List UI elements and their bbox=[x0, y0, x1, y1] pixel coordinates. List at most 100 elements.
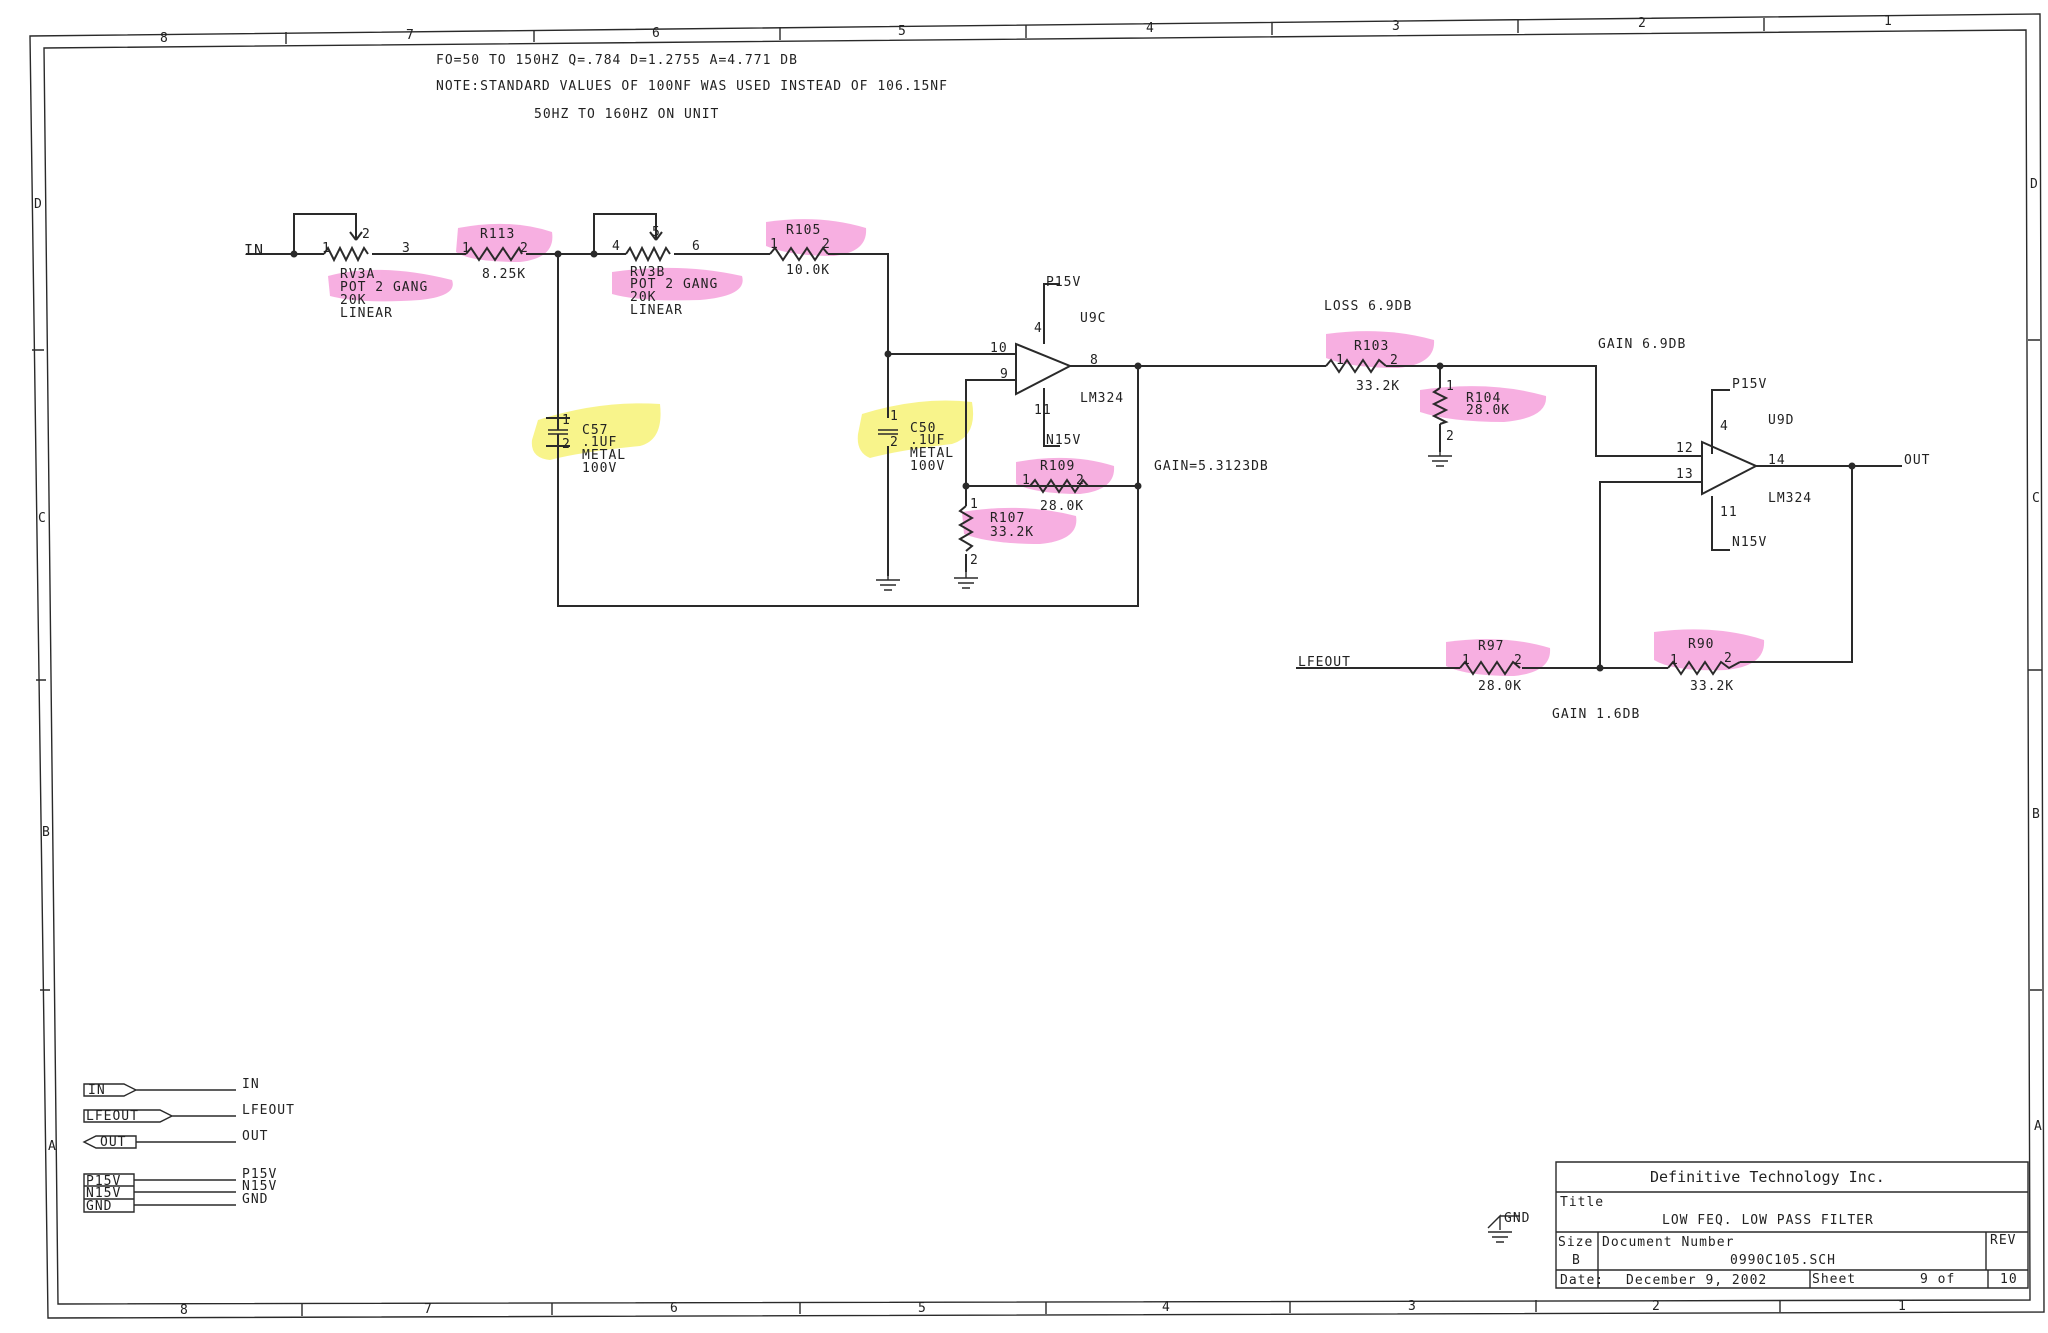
gain-annotation-3: GAIN 1.6DB bbox=[1552, 707, 1640, 722]
r97-resistor: R97 1 2 28.0K bbox=[1459, 639, 1522, 694]
ground-legend bbox=[1487, 1214, 1520, 1243]
u9c-part: LM324 bbox=[1080, 391, 1124, 406]
zone-bottom-3: 3 bbox=[1408, 1299, 1416, 1314]
highlight-c50 bbox=[857, 400, 974, 458]
r109-value: 28.0K bbox=[1040, 499, 1084, 514]
zone-top-8: 8 bbox=[160, 31, 168, 46]
u9c-pin-4: 4 bbox=[1034, 321, 1043, 336]
rv3b-desc: POT 2 GANG bbox=[630, 277, 718, 292]
r105-ref: R105 bbox=[786, 223, 821, 238]
u9d-pin-4: 4 bbox=[1720, 419, 1729, 434]
highlight-r113 bbox=[456, 223, 553, 262]
zone-labels-side: D C B A D C B A bbox=[34, 177, 2042, 1154]
r104-pin-1: 1 bbox=[1446, 379, 1455, 394]
u9d-supply-neg: N15V bbox=[1732, 535, 1767, 550]
port-out-symbol bbox=[82, 1135, 236, 1149]
r107-ref: R107 bbox=[990, 511, 1025, 526]
r103-ref: R103 bbox=[1354, 339, 1389, 354]
r90-ref: R90 bbox=[1688, 637, 1714, 652]
title-block-docnum: 0990C105.SCH bbox=[1730, 1253, 1836, 1268]
r109-resistor: R109 1 2 28.0K bbox=[1022, 459, 1089, 514]
c50-capacitor: 1 2 C50 .1UF METAL 100V bbox=[878, 409, 954, 474]
highlight-rv3b bbox=[612, 267, 743, 301]
r97-value: 28.0K bbox=[1478, 679, 1522, 694]
power-gnd-net: GND bbox=[242, 1192, 268, 1207]
u9d-supply-pos: P15V bbox=[1732, 377, 1767, 392]
r103-pin-2: 2 bbox=[1390, 353, 1399, 368]
title-block-sheet: 9 of bbox=[1920, 1272, 1955, 1287]
zone-bottom-8: 8 bbox=[180, 1303, 188, 1318]
r113-ref: R113 bbox=[480, 227, 515, 242]
rv3a-taper: LINEAR bbox=[340, 306, 393, 321]
zone-top-1: 1 bbox=[1884, 14, 1892, 29]
rv3b-pin-5: 5 bbox=[652, 225, 661, 240]
port-lfeout-symbol bbox=[83, 1109, 236, 1123]
u9c-pin-8: 8 bbox=[1090, 353, 1099, 368]
c57-voltage: 100V bbox=[582, 461, 617, 476]
r105-value: 10.0K bbox=[786, 263, 830, 278]
r107-resistor: 1 2 R107 33.2K bbox=[958, 497, 1033, 568]
zone-bottom-6: 6 bbox=[670, 1301, 678, 1316]
u9c-pin-10: 10 bbox=[990, 341, 1008, 356]
rv3b-taper: LINEAR bbox=[630, 303, 683, 318]
design-notes: FO=50 TO 150HZ Q=.784 D=1.2755 A=4.771 D… bbox=[436, 53, 948, 122]
junction bbox=[1134, 482, 1142, 490]
highlight-r103 bbox=[1326, 331, 1435, 368]
port-out-net: OUT bbox=[242, 1129, 268, 1144]
power-p15v-net: P15V bbox=[242, 1167, 277, 1182]
port-in-net: IN bbox=[242, 1077, 260, 1092]
junction bbox=[590, 250, 598, 258]
u9d-pin-12: 12 bbox=[1676, 441, 1694, 456]
u9d-pin-13: 13 bbox=[1676, 467, 1694, 482]
r107-pin-2: 2 bbox=[970, 553, 979, 568]
zone-top-4: 4 bbox=[1146, 21, 1154, 36]
junction bbox=[1596, 664, 1604, 672]
highlight-r107 bbox=[962, 507, 1077, 544]
power-n15v-label: N15V bbox=[86, 1186, 121, 1201]
r103-value: 33.2K bbox=[1356, 379, 1400, 394]
junction-dots bbox=[290, 250, 1856, 672]
u9d-ref: U9D bbox=[1768, 413, 1794, 428]
r104-ref: R104 bbox=[1466, 391, 1501, 406]
rv3a-pin-2: 2 bbox=[362, 227, 371, 242]
zone-bottom-4: 4 bbox=[1162, 1300, 1170, 1315]
loss-annotation: LOSS 6.9DB bbox=[1324, 299, 1412, 314]
zone-labels-top: 8 7 6 5 4 3 2 1 bbox=[160, 14, 1892, 46]
r90-pin-2: 2 bbox=[1724, 651, 1733, 666]
r97-pin-1: 1 bbox=[1462, 653, 1471, 668]
wires bbox=[246, 213, 1902, 669]
rv3a-desc: POT 2 GANG bbox=[340, 280, 428, 295]
ground-c50 bbox=[876, 576, 900, 591]
rv3b-ref: RV3B bbox=[630, 265, 665, 280]
c50-ref: C50 bbox=[910, 421, 936, 436]
title-block-company: Definitive Technology Inc. bbox=[1650, 1168, 1885, 1186]
highlight-r109 bbox=[1016, 457, 1115, 494]
junction bbox=[962, 482, 970, 490]
highlight-r97 bbox=[1446, 639, 1551, 676]
c57-ref: C57 bbox=[582, 423, 608, 438]
port-legend: IN IN LFEOUT LFEOUT OUT OUT P15V N15V GN… bbox=[82, 1077, 294, 1214]
u9d-opamp: 12 13 14 4 11 U9D LM324 P15V N15V bbox=[1676, 377, 1811, 550]
c50-pin-2: 2 bbox=[890, 435, 899, 450]
note-line-1: FO=50 TO 150HZ Q=.784 D=1.2755 A=4.771 D… bbox=[436, 53, 798, 68]
u9c-pin-9: 9 bbox=[1000, 367, 1009, 382]
r113-pin-2: 2 bbox=[520, 241, 529, 256]
power-n15v-net: N15V bbox=[242, 1179, 277, 1194]
highlight-r90 bbox=[1654, 629, 1765, 671]
junction bbox=[290, 250, 298, 258]
note-line-3: 50HZ TO 160HZ ON UNIT bbox=[534, 107, 719, 122]
u9d-pin-14: 14 bbox=[1768, 453, 1786, 468]
rv3a-pin-3: 3 bbox=[402, 241, 411, 256]
note-line-2: NOTE:STANDARD VALUES OF 100NF WAS USED I… bbox=[436, 79, 948, 94]
title-block: Definitive Technology Inc. Title LOW FEQ… bbox=[1555, 1161, 2029, 1289]
zone-bottom-2: 2 bbox=[1652, 1299, 1660, 1314]
port-lfeout-label: LFEOUT bbox=[86, 1109, 139, 1124]
rv3b-value: 20K bbox=[630, 290, 656, 305]
c50-type: METAL bbox=[910, 446, 954, 461]
rv3a-pin-1: 1 bbox=[322, 241, 331, 256]
zone-top-3: 3 bbox=[1392, 19, 1400, 34]
zone-left-d: D bbox=[34, 197, 42, 212]
zone-right-b: B bbox=[2032, 807, 2040, 822]
highlight-rv3a bbox=[328, 269, 453, 302]
